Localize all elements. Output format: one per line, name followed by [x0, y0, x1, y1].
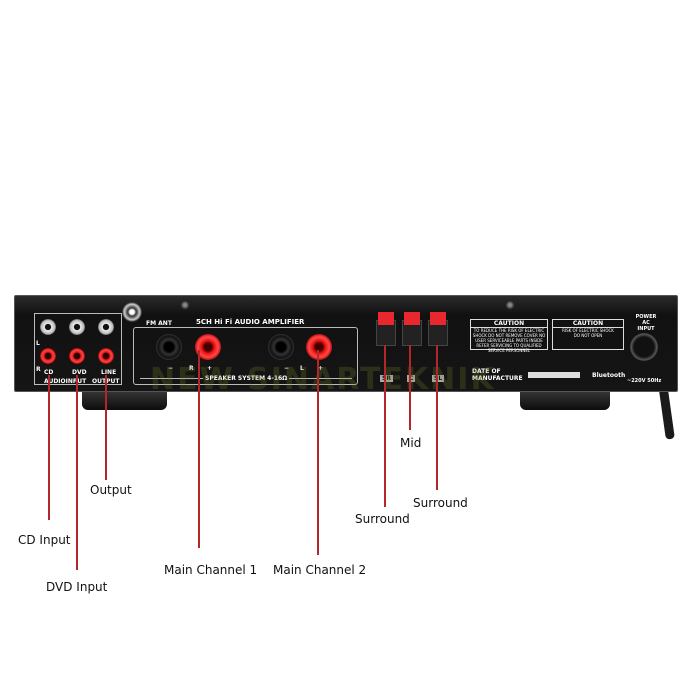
terminal-mark: + — [207, 365, 213, 372]
speaker-system-label: SPEAKER SYSTEM 4-16Ω — [203, 375, 290, 382]
caution-text: TO REDUCE THE RISK OF ELECTRIC SHOCK DO … — [472, 328, 546, 353]
main-channel-2-callout: Main Channel 2 — [273, 563, 367, 577]
terminal-mark: R — [189, 365, 194, 372]
left-negative-terminal[interactable] — [268, 334, 294, 360]
dvd-right-jack[interactable] — [69, 348, 85, 364]
watermark: NEW SINARTEKNIK — [150, 362, 496, 397]
line-left-jack[interactable] — [98, 319, 114, 335]
cd-right-jack[interactable] — [40, 348, 56, 364]
amplifier-title: 5CH Hi Fi AUDIO AMPLIFIER — [196, 318, 305, 326]
terminal-mark: − — [284, 365, 290, 372]
main-channel-1-callout: Main Channel 1 — [164, 563, 258, 577]
foot — [520, 392, 610, 410]
fm-ant-label: FM ANT — [146, 320, 172, 327]
line-right-jack[interactable] — [98, 348, 114, 364]
foot — [82, 392, 167, 410]
speaker-panel — [133, 327, 358, 385]
surround-left-callout-line — [436, 345, 438, 490]
clip-label: C — [407, 375, 416, 382]
cd-input-callout: CD Input — [18, 533, 71, 547]
power-label: POWER AC INPUT — [635, 314, 657, 332]
output-callout: Output — [90, 483, 132, 497]
main2-callout-line — [317, 350, 319, 555]
caution-title: CAUTION — [471, 320, 547, 328]
line-label: LINE — [101, 369, 117, 376]
output-callout-line — [105, 375, 107, 480]
caution-line-1: RISK OF ELECTRIC SHOCK — [562, 328, 614, 333]
dvd-callout-line — [76, 375, 78, 570]
cd-left-jack[interactable] — [40, 319, 56, 335]
dvd-left-jack[interactable] — [69, 319, 85, 335]
clip-tab[interactable] — [378, 312, 394, 325]
l-label: L — [36, 340, 40, 347]
caution-line-2: DO NOT OPEN — [573, 333, 603, 338]
terminal-mark: − — [168, 365, 174, 372]
audio-input-label: AUDIOINPUT — [44, 378, 87, 385]
surround-right-callout-line — [384, 345, 386, 507]
bluetooth-label: Bluetooth — [592, 372, 626, 379]
screw — [505, 300, 515, 310]
fm-antenna-connector[interactable] — [122, 302, 142, 322]
clip-tab[interactable] — [404, 312, 420, 325]
terminal-mark: L — [300, 365, 304, 372]
right-negative-terminal[interactable] — [156, 334, 182, 360]
surround-left-callout: Surround — [413, 496, 468, 510]
main1-callout-line — [198, 350, 200, 548]
mid-callout: Mid — [400, 436, 422, 450]
date-strip — [528, 372, 580, 378]
cd-callout-line — [48, 375, 50, 520]
terminal-mark: + — [318, 365, 324, 372]
date-of-manufacture-label: DATE OF MANUFACTURE — [472, 368, 523, 382]
r-label: R — [36, 366, 41, 373]
clip-tab[interactable] — [430, 312, 446, 325]
clip-label: SR — [380, 375, 393, 382]
dvd-label: DVD — [72, 369, 87, 376]
mid-callout-line — [409, 345, 411, 430]
left-positive-terminal[interactable] — [306, 334, 332, 360]
cd-label: CD — [44, 369, 54, 376]
surround-right-callout: Surround — [355, 512, 410, 526]
clip-label: SL — [432, 375, 445, 382]
voltage-label: ~220V 50Hz — [627, 378, 662, 384]
power-input[interactable] — [630, 333, 658, 361]
caution-title: CAUTION — [553, 320, 623, 328]
screw — [180, 300, 190, 310]
dvd-input-callout: DVD Input — [46, 580, 108, 594]
rca-panel — [34, 313, 122, 385]
